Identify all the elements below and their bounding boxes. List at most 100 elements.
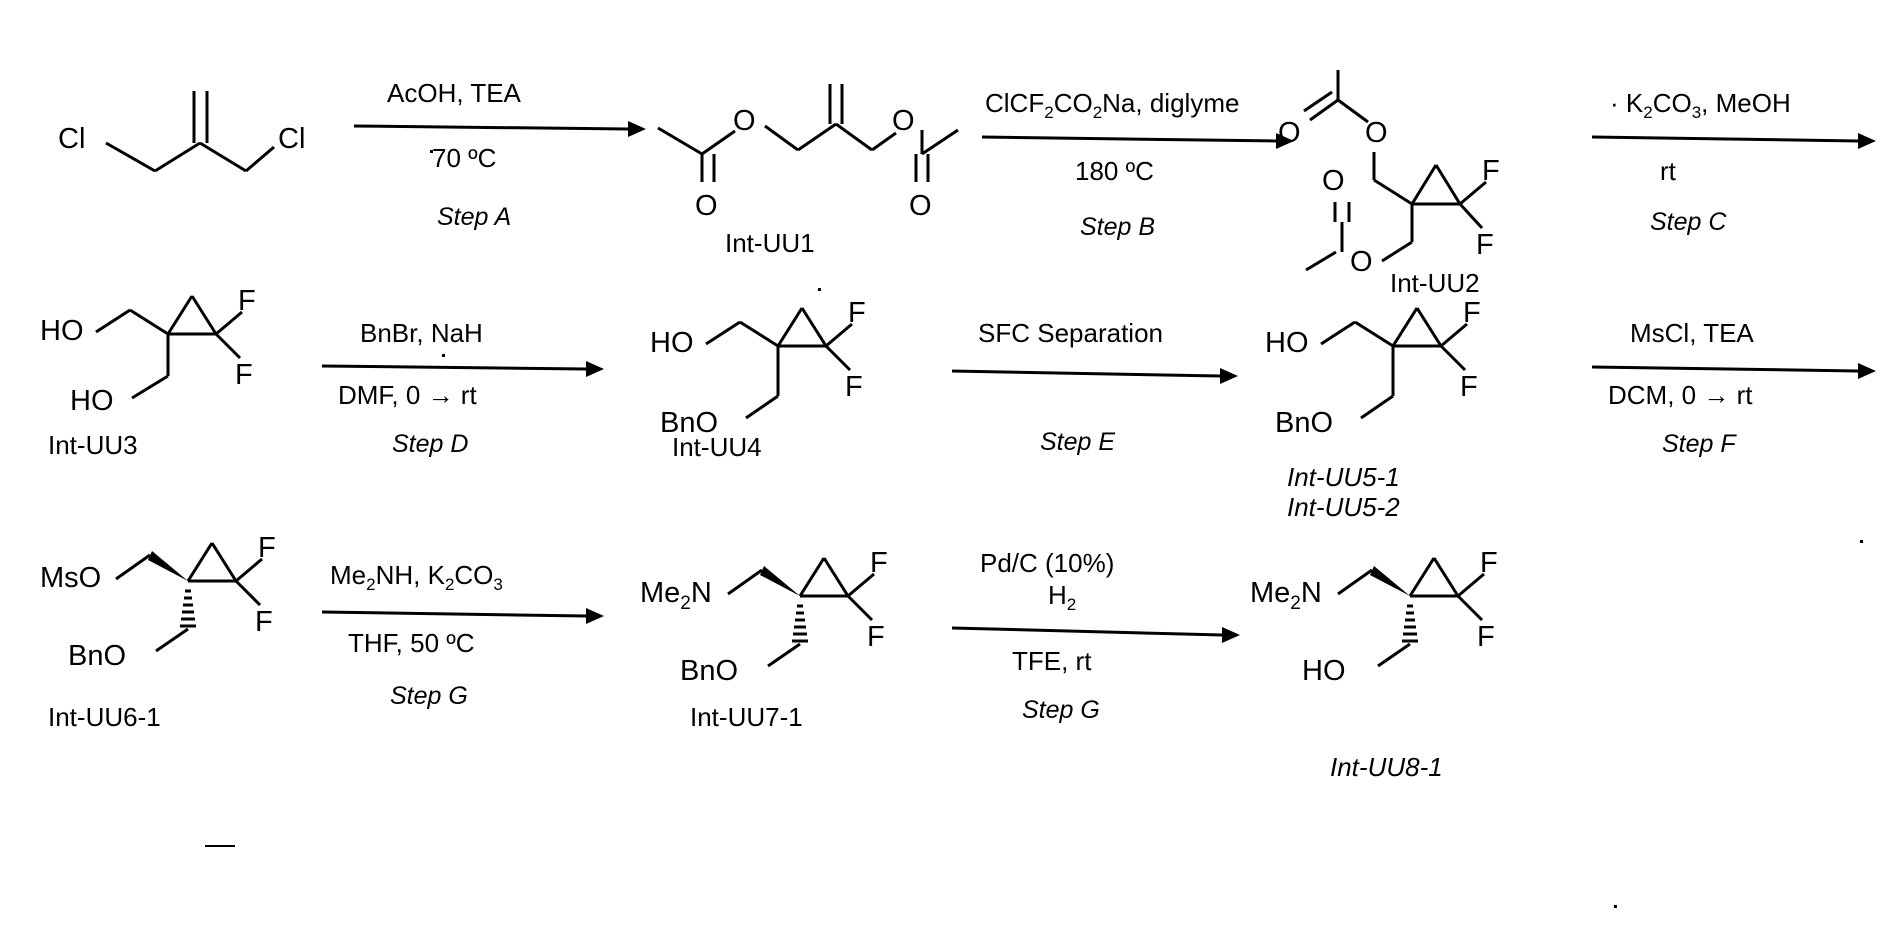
step-g2-h2-sub: 2 [1066, 595, 1077, 615]
atom-label-me2n: Me2N [1250, 577, 1322, 614]
dichloro-isobutylene-svg: Cl Cl [58, 91, 305, 173]
atom-label-f-lower: F [867, 621, 885, 653]
atom-label-o-ester-bottom: O [1350, 246, 1373, 278]
structure-int-uu6-1: MsO F F BnO [40, 525, 340, 705]
step-b-reagent-part-3: 2 [1092, 103, 1103, 123]
step-b-arrow [981, 133, 1294, 149]
atom-label-f-lower: F [1477, 621, 1495, 653]
scan-speck [818, 288, 821, 291]
structure-dichloro-isobutylene: Cl Cl [50, 85, 340, 205]
hashed-wedge [792, 604, 808, 643]
atom-label-ho: HO [1265, 327, 1309, 359]
compound-label-int-uu4: Int-UU4 [672, 432, 762, 462]
atom-label-f-upper: F [258, 532, 276, 564]
int-uu5-svg: HO F F BnO [1265, 297, 1481, 439]
atom-label-f-upper: F [870, 547, 888, 579]
compound-label-int-uu1: Int-UU1 [725, 228, 815, 258]
step-b-conditions: 180 ºC [1075, 156, 1154, 186]
atom-label-f-upper: F [1482, 155, 1500, 187]
atom-label-ho-top: HO [40, 315, 84, 347]
step-e-reagents: SFC Separation [978, 318, 1163, 348]
atom-label-bno: BnO [68, 640, 126, 672]
atom-label-o-carbonyl-bottom: O [1322, 165, 1345, 197]
atom-label-f-upper: F [848, 297, 866, 329]
step-f-conditions: DCM, 0 → rt [1608, 380, 1753, 410]
step-f-reagents: MsCl, TEA [1630, 318, 1754, 348]
structure-int-uu5: HO F F BnO [1265, 297, 1565, 475]
atom-label-o-carbonyl-right: O [909, 190, 932, 222]
step-g1-label: Step G [390, 682, 468, 710]
step-g1-reagent-part-4: CO [454, 560, 494, 590]
step-b-label: Step B [1080, 213, 1156, 241]
int-uu3-svg: HO F F HO [40, 285, 256, 417]
compound-label-int-uu5-1: Int-UU5-1 [1287, 462, 1400, 492]
int-uu1-svg: O O O O [657, 84, 959, 222]
compound-label-int-uu5-2: Int-UU5-2 [1287, 492, 1400, 522]
scan-speck [430, 150, 433, 153]
scan-speck [442, 354, 445, 357]
compound-label-int-uu3: Int-UU3 [48, 430, 138, 460]
atom-label-cl-left: Cl [58, 123, 85, 155]
step-g2-reagents-line2: H2 [1048, 580, 1077, 615]
atom-label-ho: HO [650, 327, 694, 359]
atom-label-f-lower: F [1460, 371, 1478, 403]
step-a-label: Step A [437, 203, 512, 231]
step-d-arrow [321, 361, 604, 377]
structure-int-uu8-1: Me2N F F HO [1250, 540, 1570, 730]
step-g1-reagent-part-3: 2 [444, 575, 455, 595]
step-c-conditions: rt [1660, 156, 1676, 186]
atom-label-f-lower: F [1476, 229, 1494, 261]
atom-label-o-ester-left: O [733, 105, 756, 137]
atom-label-o-carbonyl-top: O [1278, 117, 1301, 149]
structure-int-uu4: HO F F BnO [650, 297, 950, 475]
scan-speck [1614, 905, 1617, 908]
atom-label-ho-bottom: HO [70, 385, 114, 417]
step-d-label: Step D [392, 430, 469, 458]
step-c-reagent-part-1: 2 [1643, 103, 1653, 123]
step-c-reagent-part-2: CO [1652, 88, 1692, 118]
step-g2-reagents: Pd/C (10%) [980, 548, 1115, 578]
step-g1-reagent-part-1: 2 [366, 575, 376, 595]
step-g1-reagent-part-2: NH, K [375, 560, 445, 590]
step-g1-reagent-part-0: Me [330, 560, 367, 590]
atom-label-f-upper: F [1463, 297, 1481, 329]
step-c-reagent-part-3: 3 [1691, 103, 1702, 123]
atom-label-f-upper: F [238, 285, 256, 317]
atom-label-f-upper: F [1480, 547, 1498, 579]
atom-label-mso: MsO [40, 562, 101, 594]
atom-label-ho: HO [1302, 655, 1346, 687]
atom-label-bno: BnO [1275, 407, 1333, 439]
step-c-label: Step C [1650, 208, 1727, 236]
scan-speck [205, 845, 235, 847]
structure-int-uu3: HO F F HO [40, 285, 330, 448]
int-uu8-1-svg: Me2N F F HO [1250, 547, 1498, 687]
atom-label-bno: BnO [680, 655, 738, 687]
step-c-arrow [1591, 133, 1876, 149]
me2n-n: N [691, 577, 712, 609]
step-e-label: Step E [1040, 428, 1116, 456]
compound-label-int-uu2: Int-UU2 [1390, 268, 1480, 298]
atom-label-o-carbonyl-left: O [695, 190, 718, 222]
compound-label-int-uu7-1: Int-UU7-1 [690, 702, 803, 732]
atom-label-f-lower: F [845, 371, 863, 403]
step-f-arrow [1591, 363, 1876, 379]
atom-label-f-lower: F [235, 359, 253, 391]
atom-label-cl-right: Cl [278, 123, 305, 155]
atom-label-f-lower: F [255, 606, 273, 638]
step-f-label: Step F [1662, 430, 1736, 458]
int-uu2-svg: O O F F O O [1278, 70, 1500, 278]
step-c-reagent-part-0: · K [1610, 88, 1644, 118]
int-uu7-1-svg: Me2N F F BnO [640, 547, 888, 687]
atom-label-o-ester-top: O [1365, 117, 1388, 149]
me2n-sub: 2 [1290, 593, 1301, 614]
step-a-arrow [353, 121, 646, 137]
me2n-me: Me [1250, 577, 1290, 609]
step-d-reagents: BnBr, NaH [360, 318, 483, 348]
step-g1-conditions: THF, 50 ºC [348, 628, 475, 658]
step-g2-label: Step G [1022, 696, 1100, 724]
atom-label-me2n: Me2N [640, 577, 712, 614]
me2n-sub: 2 [680, 593, 691, 614]
int-uu6-1-svg: MsO F F BnO [40, 532, 276, 672]
step-b-reagents: ClCF2CO2Na, diglyme [985, 88, 1239, 123]
